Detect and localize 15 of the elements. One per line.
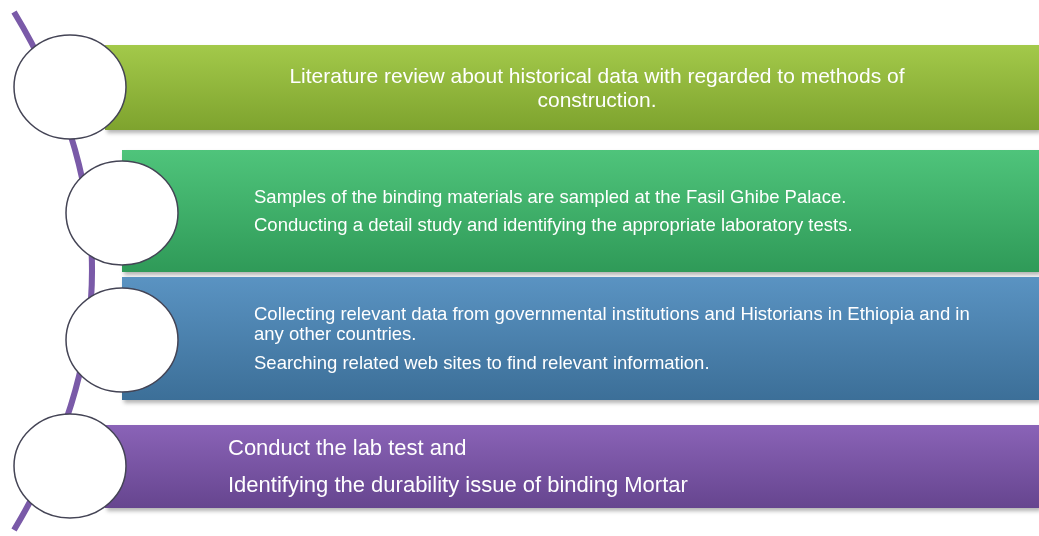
step-text: Conducting a detail study and identifying the appropriate laboratory tests. <box>254 215 854 236</box>
step-circle <box>13 413 127 519</box>
step-bar <box>105 425 1039 508</box>
step-text: Collecting relevant data from governmental institutions and Historians in Ethiopia and in any other countries. <box>254 304 971 345</box>
step-text: Conduct the lab test and <box>228 436 468 461</box>
step-text: Searching related web sites to find relevant information. <box>254 352 711 373</box>
step-bar <box>122 150 1039 272</box>
step-circle <box>65 287 179 393</box>
step-circle <box>13 34 127 140</box>
step-text: Literature review about historical data with regarded to methods of construction. <box>288 64 906 111</box>
step-circle <box>65 160 179 266</box>
step-bar <box>122 277 1039 400</box>
step-bar <box>105 45 1039 130</box>
step-text: Samples of the binding materials are sampled at the Fasil Ghibe Palace. <box>254 186 848 207</box>
step-text: Identifying the durability issue of binding Mortar <box>228 472 689 497</box>
